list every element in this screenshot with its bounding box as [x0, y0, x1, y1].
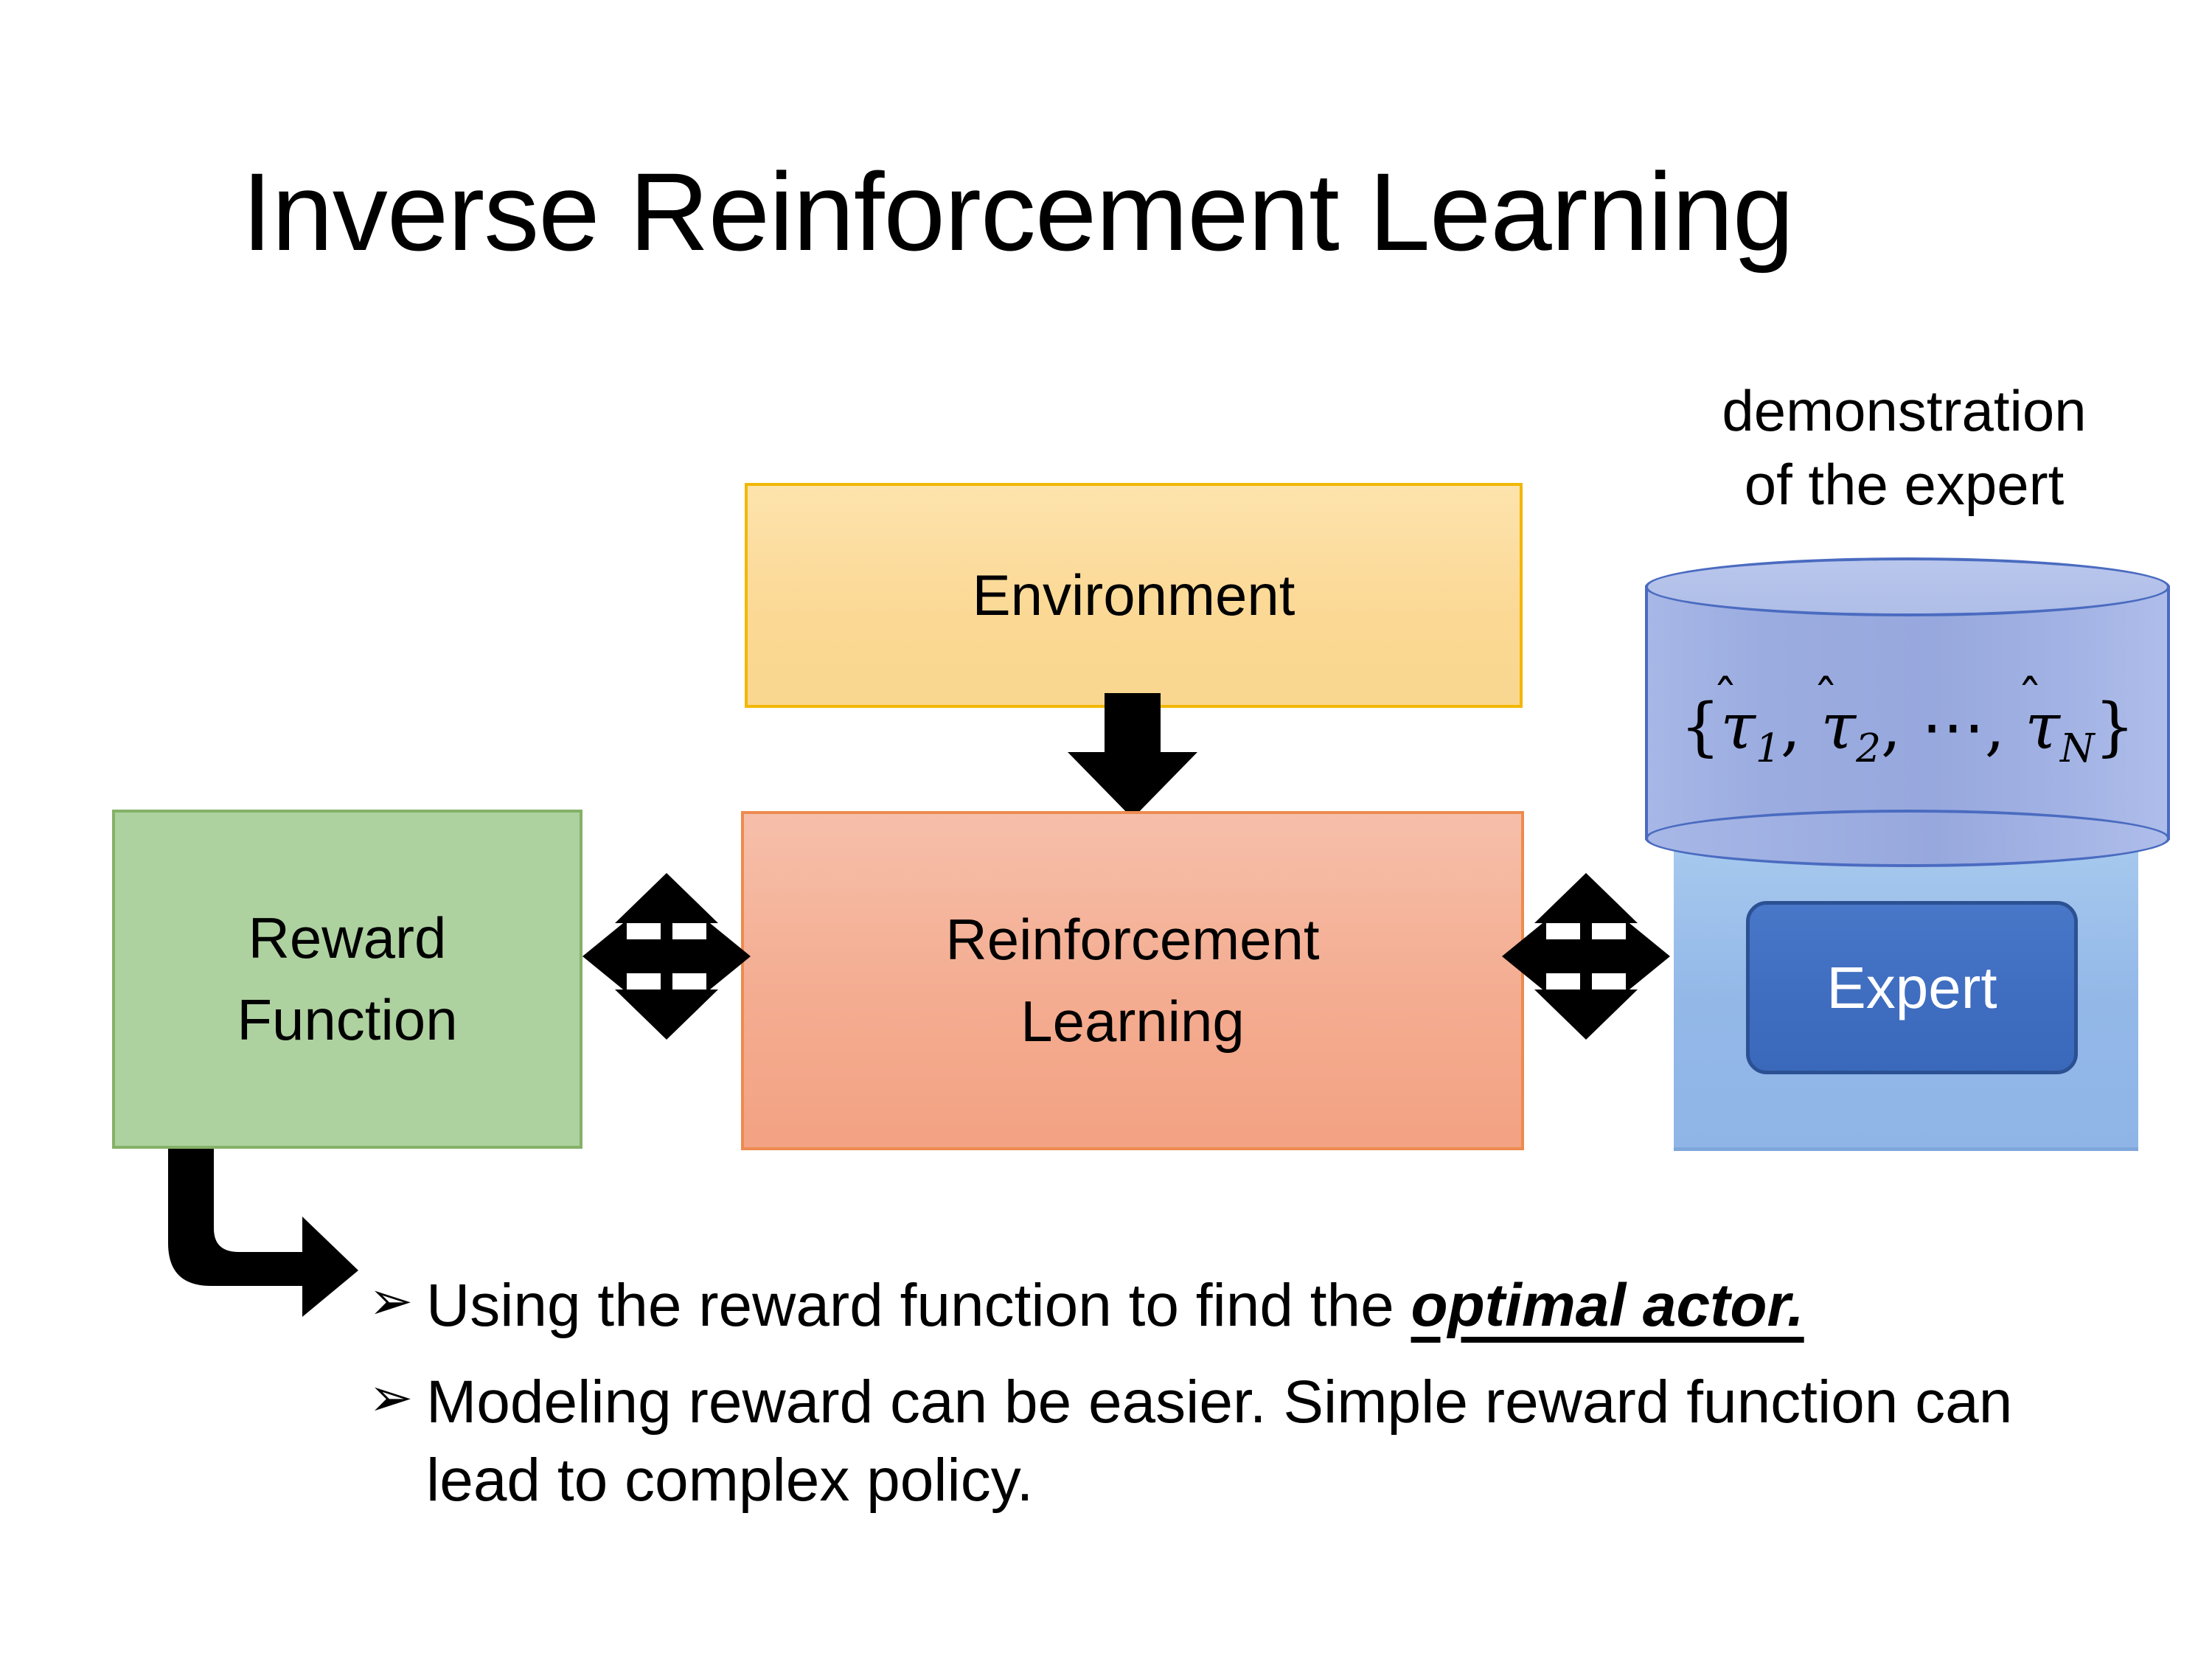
environment-box[interactable]: Environment — [745, 483, 1523, 708]
trajectory-set-formula: {̂τ1, ̂τ2, ⋯, ̂τN} — [1645, 690, 2170, 771]
bullet-text-emphasis: optimal actor. — [1411, 1272, 1804, 1339]
bent-arrow-right-icon — [168, 1149, 358, 1317]
bullet-list: ➢ Using the reward function to find the … — [369, 1267, 2138, 1538]
formula-sep2: , — [1881, 690, 1902, 764]
expert-label: Expert — [1826, 954, 1997, 1020]
demonstration-caption-line1: demonstration — [1722, 378, 2087, 443]
demonstration-caption: demonstration of the expert — [1641, 375, 2168, 522]
formula-tau1-sub: 1 — [1755, 726, 1781, 772]
reinforcement-learning-box[interactable]: Reinforcement Learning — [741, 811, 1524, 1150]
formula-open-brace: { — [1680, 690, 1721, 764]
list-item: ➢ Modeling reward can be easier. Simple … — [369, 1363, 2138, 1520]
reward-label-group: Reward Function — [237, 897, 457, 1061]
bullet-marker-icon: ➢ — [369, 1368, 414, 1427]
quad-arrow-icon-right — [1502, 873, 1670, 1040]
environment-label: Environment — [972, 563, 1295, 627]
rl-label-line1: Reinforcement — [945, 907, 1320, 973]
bullet-text: Using the reward function to find the op… — [426, 1267, 2138, 1346]
demonstration-cylinder[interactable]: {̂τ1, ̂τ2, ⋯, ̂τN} — [1645, 557, 2170, 867]
expert-box[interactable]: Expert — [1746, 901, 2078, 1074]
rl-label-line2: Learning — [1020, 989, 1245, 1054]
formula-tau2: τ — [1820, 690, 1857, 764]
formula-tauN-sub: N — [2059, 726, 2095, 772]
formula-sep1: , — [1780, 690, 1801, 764]
formula-tau2-sub: 2 — [1856, 726, 1882, 772]
formula-ellipsis: ⋯ — [1921, 690, 1985, 764]
formula-tauN: τ — [2025, 690, 2060, 764]
down-arrow-icon — [1068, 693, 1197, 818]
cylinder-bottom-ellipse — [1645, 810, 2170, 867]
demonstration-caption-line2: of the expert — [1744, 451, 2065, 517]
cylinder-body — [1645, 585, 2170, 840]
reward-label-line1: Reward — [248, 905, 447, 971]
cylinder-top-ellipse — [1645, 557, 2170, 616]
formula-tau1: τ — [1720, 690, 1756, 764]
reward-label-line2: Function — [237, 987, 458, 1052]
quad-arrow-icon-left — [582, 873, 751, 1040]
bullet-text: Modeling reward can be easier. Simple re… — [426, 1368, 2013, 1514]
reward-function-box[interactable]: Reward Function — [112, 810, 582, 1149]
bullet-marker-icon: ➢ — [369, 1272, 414, 1331]
page-title: Inverse Reinforcement Learning — [241, 150, 1795, 274]
rl-label-group: Reinforcement Learning — [945, 899, 1319, 1062]
formula-close-brace: } — [2094, 690, 2135, 764]
bullet-text-plain: Using the reward function to find the — [426, 1272, 1411, 1339]
formula-sep3: , — [1984, 690, 2006, 764]
list-item: ➢ Using the reward function to find the … — [369, 1267, 2138, 1346]
